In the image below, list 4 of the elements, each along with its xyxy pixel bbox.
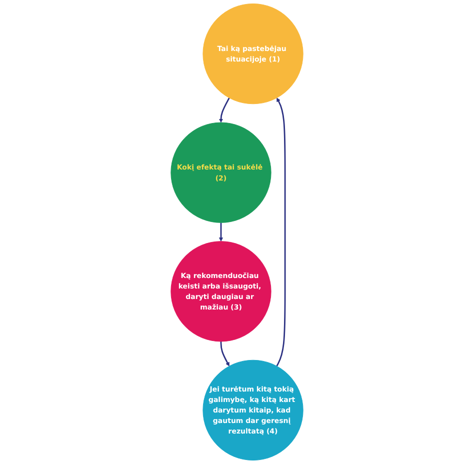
arrow — [218, 222, 224, 242]
arrow — [220, 341, 230, 366]
arrow — [276, 98, 286, 366]
arrow — [218, 98, 230, 123]
